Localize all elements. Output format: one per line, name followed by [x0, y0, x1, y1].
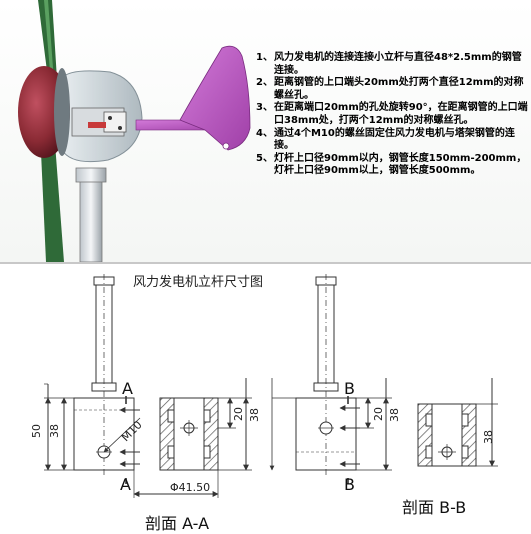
- section-b-b: [417, 403, 477, 467]
- tail-fin: [179, 45, 251, 151]
- turbine-render-panel: [0, 0, 531, 263]
- dim-diameter: Φ41.50: [170, 481, 210, 494]
- dim-lower-height: 38: [48, 424, 61, 438]
- view-b-pipe: [295, 274, 357, 478]
- label-a-bottom: A: [120, 475, 131, 494]
- tech-drawing: 50 38 M10 Φ41.50 20 38 20 38 38 A A B B: [30, 274, 498, 498]
- view-b-dimensions: [272, 378, 392, 484]
- section-b-b-dimensions: [476, 378, 498, 467]
- dim-bb-lower: 38: [388, 408, 401, 422]
- section-a-a-dimensions: [218, 378, 275, 471]
- dim-bb-section-height: 38: [482, 430, 495, 444]
- drawing-title: 风力发电机立杆尺寸图: [133, 275, 264, 290]
- installation-notes: 1、风力发电机的连接连接小立杆与直径48*2.5mm的钢管连接。 2、距离钢管的…: [256, 52, 528, 178]
- label-b-top: B: [344, 379, 355, 398]
- view-a-pipe: [73, 274, 135, 478]
- note-item: 1、风力发电机的连接连接小立杆与直径48*2.5mm的钢管连接。: [256, 52, 522, 76]
- pole-flange: [75, 167, 107, 183]
- label-b-bottom: B: [344, 475, 355, 494]
- note-item: 3、在距离端口20mm的孔处旋转90°，在距离钢管的上口端口38mm处，打两个1…: [256, 102, 528, 126]
- dim-bb-upper: 20: [372, 407, 385, 421]
- section-bb-caption: 剖面 B-B: [402, 498, 467, 517]
- note-item: 2、距离钢管的上口端头20mm处打两个直径12mm的对称螺丝孔。: [256, 77, 524, 101]
- note-item: 4、通过4个M10的螺丝固定住风力发电机与塔架钢管的连接。: [256, 127, 515, 152]
- dim-aa-upper: 20: [232, 407, 245, 421]
- note-item: 5、灯杆上口径90mm以内，钢管长度150mm-200mm，灯杆上口径90mm以…: [256, 152, 527, 177]
- dim-aa-lower: 38: [248, 408, 261, 422]
- dim-total-height: 50: [30, 424, 43, 438]
- turbine-render: [18, 0, 251, 263]
- pole: [79, 177, 103, 263]
- view-a-dimensions: [44, 383, 219, 498]
- label-a-top: A: [122, 379, 133, 398]
- blade-lower: [40, 130, 64, 262]
- section-a-a: [159, 397, 219, 471]
- panel-divider: [0, 262, 531, 264]
- section-aa-caption: 剖面 A-A: [145, 514, 210, 533]
